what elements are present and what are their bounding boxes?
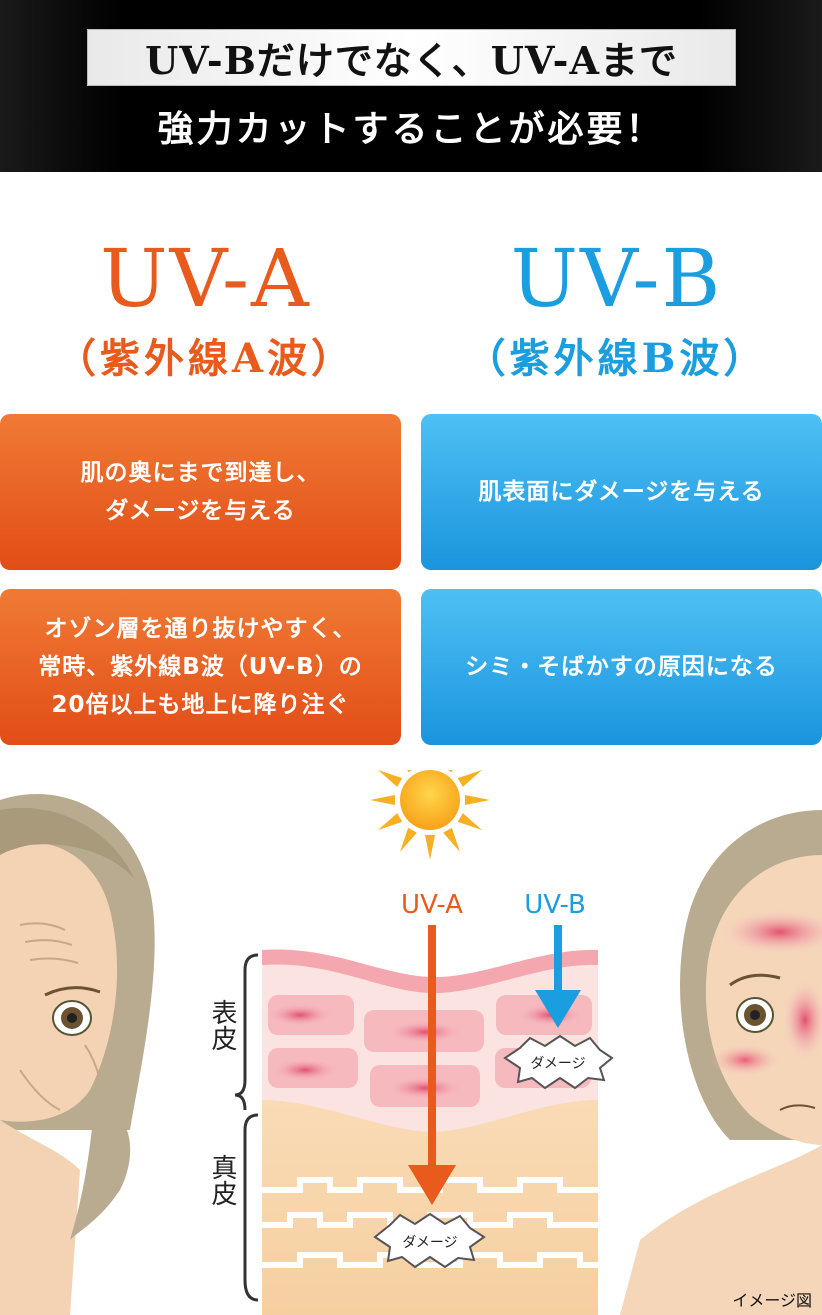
banner-line2: 強力カットすることが必要！ xyxy=(157,108,665,150)
uvb-subtitle: （紫外線B波） xyxy=(465,335,768,382)
uvb-arrow-label: UV-B xyxy=(524,890,586,920)
banner-line1: UV-Bだけでなく、UV-Aまで xyxy=(145,38,678,83)
damage-label-uva: ダメージ xyxy=(402,1235,457,1251)
uva-arrow-label: UV-A xyxy=(401,890,463,920)
damage-burst-uvb: ダメージ xyxy=(503,1034,614,1090)
uvb-title: UV-B xyxy=(510,232,723,325)
uvb-heading: UV-B （紫外線B波） xyxy=(411,236,822,384)
uva-arrow-head xyxy=(408,1165,456,1205)
top-banner: UV-Bだけでなく、UV-Aまで 強力カットすることが必要！ xyxy=(0,0,822,172)
uvb-card-2: シミ・そばかすの原因になる xyxy=(421,589,822,745)
banner-highlight-box: UV-Bだけでなく、UV-Aまで xyxy=(87,29,736,86)
woman-aged-face xyxy=(0,794,155,1315)
dermis-bracket xyxy=(243,1113,259,1302)
sun-icon xyxy=(370,770,490,860)
uva-card-2: オゾン層を通り抜けやすく、 常時、紫外線B波（UV-B）の 20倍以上も地上に降… xyxy=(0,589,401,745)
skin-illustration: 表皮 真皮 UV-A UV-B ダメージ ダメージ xyxy=(0,770,822,1315)
uvb-card-1: 肌表面にダメージを与える xyxy=(421,414,822,570)
dermis-label: 真皮 xyxy=(207,1154,237,1206)
uvb-arrow-head xyxy=(535,990,581,1028)
damage-label-uvb: ダメージ xyxy=(530,1056,585,1072)
uva-title: UV-A xyxy=(100,232,311,325)
uva-card-1: 肌の奥にまで到達し、 ダメージを与える xyxy=(0,414,401,570)
woman-face-blemish xyxy=(620,810,822,1315)
image-caption: イメージ図 xyxy=(732,1291,812,1310)
epidermis-label: 表皮 xyxy=(207,999,237,1051)
uva-heading: UV-A （紫外線A波） xyxy=(0,236,411,384)
uva-subtitle: （紫外線A波） xyxy=(55,335,356,382)
damage-burst-uva: ダメージ xyxy=(373,1212,486,1269)
epidermis-bracket xyxy=(234,953,259,1111)
